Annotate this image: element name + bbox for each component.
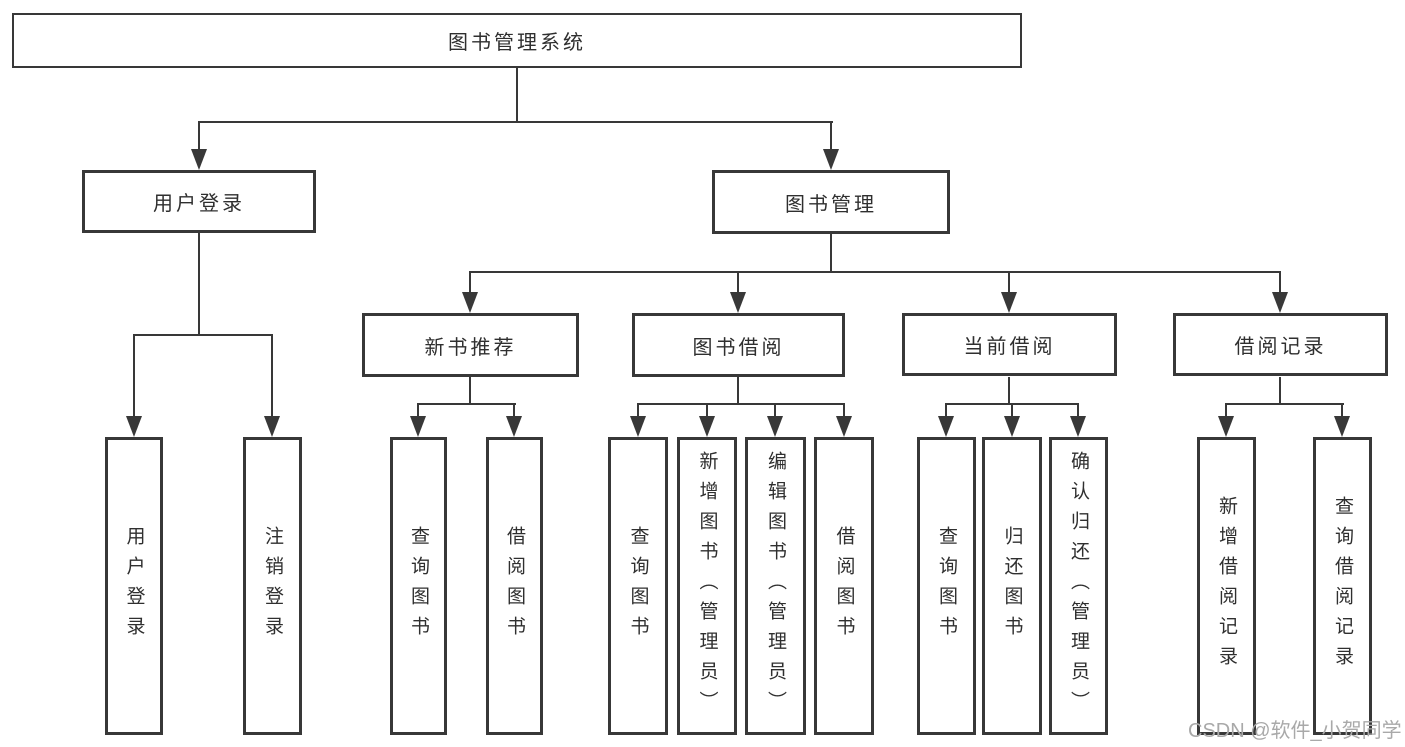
- edge-to-add-books: [706, 403, 708, 418]
- leaf-query-borrow-record: 查询借阅记录: [1313, 437, 1372, 735]
- arrow-to-new-book-recommend: [462, 292, 478, 313]
- edge-to-query-books: [637, 403, 639, 418]
- node-current-borrowing-label: 当前借阅: [963, 336, 1056, 358]
- arrow-to-borrow-books: [836, 416, 852, 437]
- node-book-borrowing: 图书借阅: [632, 313, 845, 377]
- node-book-borrowing-label: 图书借阅: [692, 336, 785, 359]
- leaf-query-books-current-label: 查询图书: [936, 526, 957, 646]
- edge-root-stem: [516, 68, 518, 122]
- edge-borrowing-stem: [737, 377, 739, 405]
- edge-to-borrowing-records: [1279, 271, 1281, 295]
- edge-to-return-books: [1011, 403, 1013, 418]
- leaf-add-borrow-record-label: 新增借阅记录: [1216, 496, 1237, 676]
- edge-to-borrow-books-recommend: [513, 403, 515, 418]
- leaf-borrow-books-recommend-label: 借阅图书: [504, 526, 525, 646]
- arrow-to-edit-books: [767, 416, 783, 437]
- edge-recommend-stem: [469, 377, 471, 405]
- node-new-book-recommend: 新书推荐: [362, 313, 579, 377]
- arrow-to-leaf-user-login: [126, 416, 142, 437]
- arrow-to-query-borrow-record: [1334, 416, 1350, 437]
- edge-current-stem: [1008, 377, 1010, 405]
- leaf-edit-books-admin-label: 编辑图书（管理员）: [765, 451, 786, 721]
- leaf-edit-books-admin: 编辑图书（管理员）: [745, 437, 806, 735]
- leaf-query-books-current: 查询图书: [917, 437, 976, 735]
- arrow-to-add-borrow-record: [1218, 416, 1234, 437]
- edge-book-management-stem: [830, 234, 832, 273]
- leaf-return-books-label: 归还图书: [1001, 526, 1023, 646]
- node-book-management: 图书管理: [712, 170, 950, 234]
- edge-recommend-branch: [418, 403, 516, 405]
- leaf-query-books-label: 查询图书: [627, 526, 649, 646]
- node-borrowing-records-label: 借阅记录: [1234, 336, 1327, 358]
- edge-records-stem: [1279, 377, 1281, 405]
- edge-to-leaf-logout: [271, 334, 273, 418]
- leaf-user-login-label: 用户登录: [123, 526, 145, 646]
- leaf-borrow-books-recommend: 借阅图书: [486, 437, 543, 735]
- leaf-borrow-books: 借阅图书: [814, 437, 874, 735]
- node-borrowing-records: 借阅记录: [1173, 313, 1388, 376]
- edge-to-user-login: [198, 121, 200, 152]
- leaf-query-borrow-record-label: 查询借阅记录: [1332, 496, 1353, 676]
- leaf-return-books: 归还图书: [982, 437, 1042, 735]
- node-new-book-recommend-label: 新书推荐: [424, 336, 517, 359]
- leaf-user-login: 用户登录: [105, 437, 163, 735]
- node-library-management-system-label: 图书管理系统: [448, 32, 586, 54]
- leaf-add-borrow-record: 新增借阅记录: [1197, 437, 1256, 735]
- edge-to-confirm-return: [1077, 403, 1079, 418]
- edge-user-login-stem: [198, 233, 200, 336]
- leaf-confirm-return-admin-label: 确认归还（管理员）: [1068, 451, 1089, 721]
- arrow-to-leaf-logout: [264, 416, 280, 437]
- leaf-query-books-recommend: 查询图书: [390, 437, 447, 735]
- leaf-add-books-admin: 新增图书（管理员）: [677, 437, 737, 735]
- leaf-query-books: 查询图书: [608, 437, 668, 735]
- edge-login-branch: [133, 334, 273, 336]
- arrow-to-return-books: [1004, 416, 1020, 437]
- leaf-query-books-recommend-label: 查询图书: [408, 526, 429, 646]
- edge-to-query-books-current: [945, 403, 947, 418]
- leaf-logout: 注销登录: [243, 437, 302, 735]
- edge-to-borrow-books: [843, 403, 845, 418]
- edge-to-book-management: [830, 121, 832, 152]
- node-book-management-label: 图书管理: [785, 193, 877, 216]
- edge-records-branch: [1226, 403, 1344, 405]
- edge-level1-branch: [198, 121, 833, 123]
- node-library-management-system: 图书管理系统: [12, 13, 1022, 68]
- arrow-to-confirm-return: [1070, 416, 1086, 437]
- edge-to-current-borrowing: [1008, 271, 1010, 295]
- node-current-borrowing: 当前借阅: [902, 313, 1117, 376]
- edge-to-book-borrowing: [737, 271, 739, 295]
- arrow-to-query-books-recommend: [410, 416, 426, 437]
- arrow-to-borrow-books-recommend: [506, 416, 522, 437]
- leaf-borrow-books-label: 借阅图书: [833, 526, 855, 646]
- arrow-to-query-books-current: [938, 416, 954, 437]
- leaf-add-books-admin-label: 新增图书（管理员）: [696, 451, 718, 721]
- arrow-to-book-borrowing: [730, 292, 746, 313]
- arrow-to-book-management: [823, 149, 839, 170]
- node-user-login-label: 用户登录: [153, 193, 245, 215]
- edge-to-new-book-recommend: [469, 271, 471, 295]
- edge-to-edit-books: [774, 403, 776, 418]
- node-user-login: 用户登录: [82, 170, 316, 233]
- edge-to-query-books-recommend: [417, 403, 419, 418]
- edge-to-leaf-user-login: [133, 334, 135, 418]
- edge-level2-branch: [469, 271, 1281, 273]
- arrow-to-add-books: [699, 416, 715, 437]
- arrow-to-borrowing-records: [1272, 292, 1288, 313]
- arrow-to-query-books: [630, 416, 646, 437]
- arrow-to-user-login: [191, 149, 207, 170]
- leaf-confirm-return-admin: 确认归还（管理员）: [1049, 437, 1108, 735]
- leaf-logout-label: 注销登录: [262, 526, 283, 646]
- edge-borrowing-branch: [637, 403, 845, 405]
- csdn-watermark: CSDN @软件_小贺同学: [1188, 720, 1402, 742]
- edge-to-add-borrow-record: [1225, 403, 1227, 418]
- arrow-to-current-borrowing: [1001, 292, 1017, 313]
- edge-to-query-borrow-record: [1341, 403, 1343, 418]
